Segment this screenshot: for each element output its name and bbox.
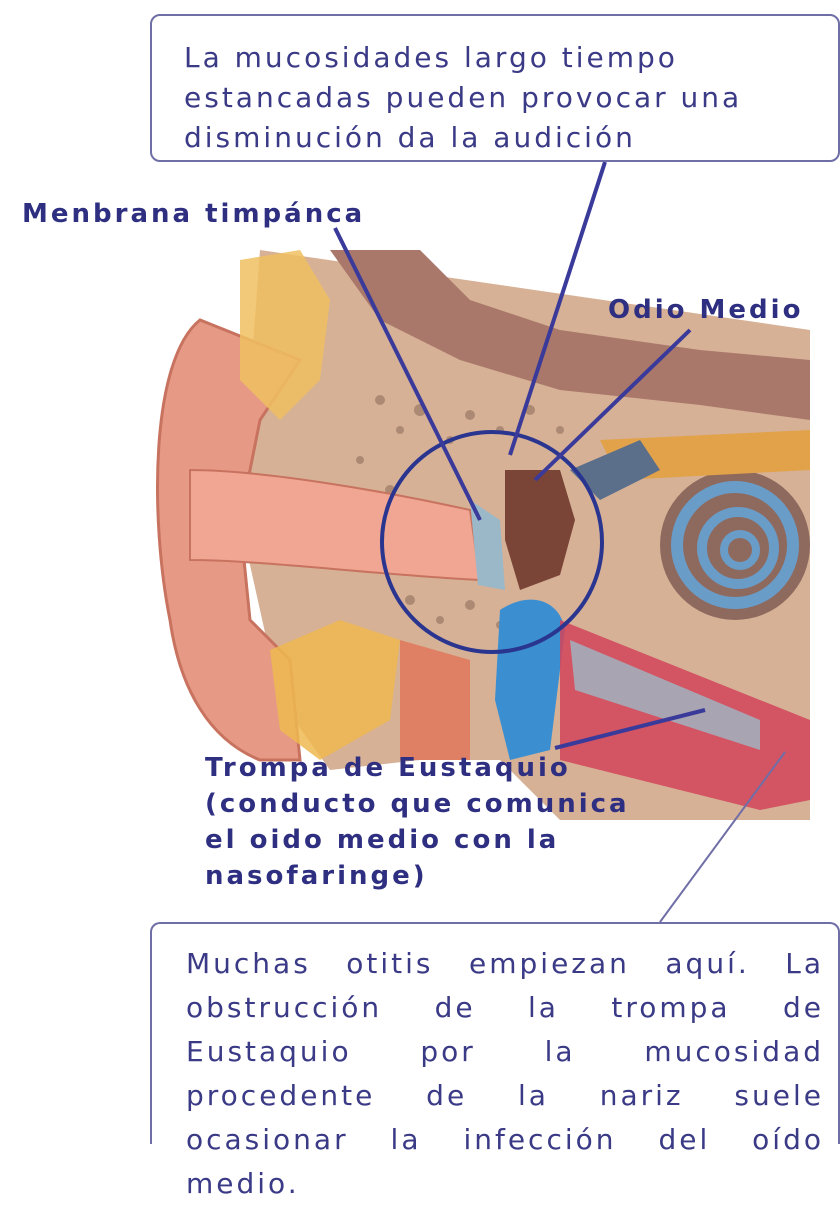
label-eustachian-line-3: el oido medio con la (205, 822, 630, 858)
label-eustachian-line-2: (conducto que comunica (205, 786, 630, 822)
label-tympanic-membrane: Menbrana timpánca (22, 196, 365, 232)
parotid-tissue (400, 640, 470, 760)
label-eustachian-line-4: nasofaringe) (205, 858, 630, 894)
label-eustachian-tube: Trompa de Eustaquio (conducto que comuni… (205, 750, 630, 894)
callout-otitis: Muchas otitis empiezan aquí. La obstrucc… (150, 922, 840, 1144)
callout-otitis-text: Muchas otitis empiezan aquí. La obstrucc… (186, 947, 824, 1200)
label-middle-ear: Odio Medio (608, 292, 803, 328)
callout-hearing-loss-text: La mucosidades largo tiempo estancadas p… (184, 41, 742, 154)
callout-hearing-loss: La mucosidades largo tiempo estancadas p… (150, 14, 840, 162)
label-eustachian-line-1: Trompa de Eustaquio (205, 750, 630, 786)
